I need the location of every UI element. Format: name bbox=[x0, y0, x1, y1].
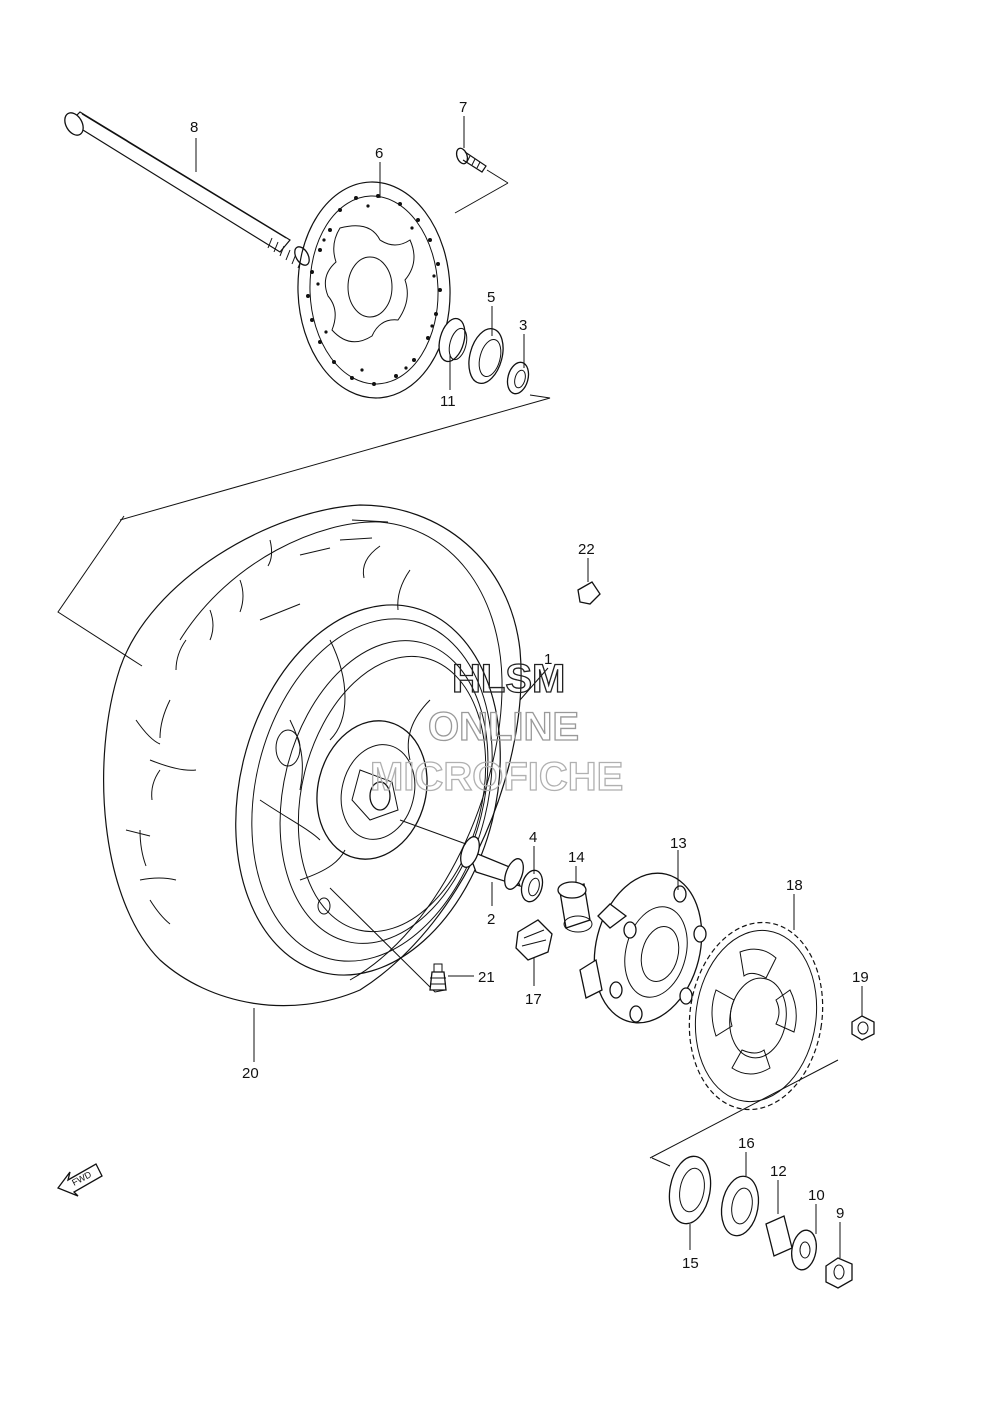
watermark: HLSM ONLINE MICROFICHE bbox=[369, 656, 624, 799]
part-label-19: 19 bbox=[852, 969, 869, 986]
fwd-arrow-icon: FWD bbox=[56, 1163, 103, 1197]
disc-bolt bbox=[455, 147, 487, 173]
hub-spacer bbox=[399, 819, 524, 890]
part-label-18: 18 bbox=[786, 877, 803, 894]
clip-22 bbox=[577, 581, 601, 605]
part-label-2: 2 bbox=[487, 911, 495, 928]
part-label-11: 11 bbox=[440, 393, 456, 410]
part-label-16: 16 bbox=[738, 1135, 755, 1152]
leader-lines bbox=[195, 116, 863, 1258]
brake-disc bbox=[297, 181, 451, 399]
part-label-5: 5 bbox=[487, 289, 495, 306]
part-label-15: 15 bbox=[682, 1255, 699, 1272]
watermark-line-3: MICROFICHE bbox=[370, 755, 623, 799]
sprocket-nut bbox=[851, 1015, 875, 1041]
watermark-line-1: HLSM bbox=[452, 657, 565, 701]
damper-17 bbox=[515, 919, 553, 961]
axle bbox=[64, 111, 310, 269]
part-label-20: 20 bbox=[242, 1065, 259, 1082]
part-label-3: 3 bbox=[519, 317, 527, 334]
part-label-10: 10 bbox=[808, 1187, 825, 1204]
left-hub-parts bbox=[438, 317, 530, 395]
part-label-4: 4 bbox=[529, 829, 537, 846]
sleeve-14 bbox=[557, 881, 593, 933]
part-label-21: 21 bbox=[478, 969, 495, 986]
part-labels: 8 6 7 5 3 11 22 1 2 4 14 17 13 21 20 18 … bbox=[190, 99, 869, 1272]
rear-sprocket bbox=[688, 921, 824, 1111]
right-hub-parts bbox=[668, 1155, 853, 1289]
watermark-line-2: ONLINE bbox=[428, 705, 579, 749]
part-label-22: 22 bbox=[578, 541, 595, 558]
part-label-13: 13 bbox=[670, 835, 687, 852]
part-label-17: 17 bbox=[525, 991, 542, 1008]
bearing-4 bbox=[520, 869, 544, 903]
part-label-6: 6 bbox=[375, 145, 383, 162]
reference-lines bbox=[57, 169, 839, 1167]
tire-valve bbox=[429, 963, 447, 991]
part-label-9: 9 bbox=[836, 1205, 844, 1222]
part-label-7: 7 bbox=[459, 99, 467, 116]
part-label-1: 1 bbox=[544, 651, 552, 668]
rear-wheel bbox=[103, 504, 522, 1007]
sprocket-carrier bbox=[579, 872, 707, 1024]
part-label-8: 8 bbox=[190, 119, 198, 136]
part-label-14: 14 bbox=[568, 849, 585, 866]
part-label-12: 12 bbox=[770, 1163, 787, 1180]
